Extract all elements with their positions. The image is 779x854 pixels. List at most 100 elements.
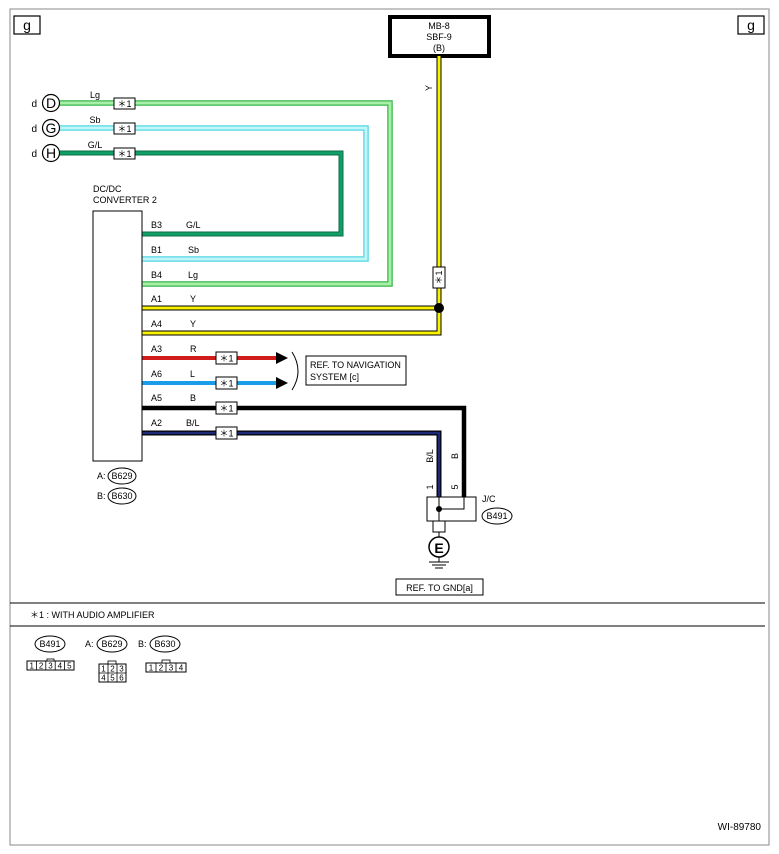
connector-face-b491: B491 1 2 3 4 5 [26,635,75,671]
connector-face-b630: B: B630 1 2 3 4 [138,635,187,673]
nav-bracket [291,351,299,391]
b630-pin-3: 3 [169,664,174,673]
arrow-r-icon [276,352,288,364]
page-frame [9,8,770,846]
connector-label-b-code: B630 [111,491,132,501]
b629-pin-2: 2 [110,665,115,674]
ground-letter: E [434,540,443,556]
ref-navigation[interactable]: REF. TO NAVIGATION SYSTEM [c] [305,355,407,386]
b630-pin-1: 1 [149,664,154,673]
pin-b1: B1 [151,245,162,255]
wire-y [142,56,444,336]
pin-a3: A3 [151,344,162,354]
pin-a5: A5 [151,393,162,403]
b630-pin-4: 4 [179,664,184,673]
pin-a4-color: Y [190,319,196,329]
ref-ground[interactable]: REF. TO GND[a] [395,578,484,596]
jc-pin5-label: 5 [450,484,460,489]
pin-a2: A2 [151,418,162,428]
b491-pin-2: 2 [39,662,44,671]
b629-pin-5: 5 [110,674,115,683]
left-connector-g-letter: G [46,120,57,136]
wire-gl-label: G/L [88,140,103,150]
connector-label-a-code: B629 [111,471,132,481]
star-mark-a2-text: ＊1 [219,429,233,439]
bl-wire-label: B/L [425,449,435,463]
page-marker-right-text: g [747,17,755,33]
pin-a1: A1 [151,294,162,304]
star-mark-h: ＊1 [117,149,131,159]
star-mark-a5-text: ＊1 [219,404,233,414]
left-connector-d-prefix: d [31,99,37,110]
star-mark-fuse-text: ＊1 [434,270,444,284]
dcdc-converter-box [92,210,143,462]
fuse-wire-label: Y [424,85,434,91]
connector-face-b629: A: B629 1 2 3 4 5 6 [85,635,128,683]
jc-code: B491 [481,507,513,525]
pin-b4-color: Lg [188,270,198,280]
pin-a3-color: R [190,344,197,354]
connector-label-b-prefix: B: [97,491,106,501]
ref-navigation-line1: REF. TO NAVIGATION [310,360,401,370]
note-text: ＊1 : WITH AUDIO AMPLIFIER [30,610,155,620]
jc-code-text: B491 [486,511,507,521]
ref-ground-text: REF. TO GND[a] [406,583,473,593]
jc-pin1-label: 1 [425,484,435,489]
star-mark-a6-text: ＊1 [219,379,233,389]
fuse-line1: MB-8 [428,21,450,31]
splice-dot [434,303,444,313]
jc-label: J/C [482,494,496,504]
star-mark-a2: ＊1 [215,426,238,440]
b-wire-label: B [450,453,460,459]
left-connector-h-letter: H [46,145,56,161]
b629-pin-3: 3 [119,665,124,674]
connector-face-b630-prefix: B: [138,639,147,649]
wire-sb-label: Sb [89,115,100,125]
pin-a1-color: Y [190,294,196,304]
pin-b3: B3 [151,220,162,230]
connector-label-a: A: B629 [97,467,137,485]
wire-l [142,377,288,389]
page-marker-right: g [737,15,765,35]
left-connector-d-letter: D [46,95,56,111]
wire-b [142,405,467,497]
star-mark-a3-text: ＊1 [219,354,233,364]
b630-pin-2: 2 [159,664,164,673]
pin-b3-color: G/L [186,220,201,230]
star-mark-a5: ＊1 [215,401,238,415]
b491-pin-3: 3 [48,662,53,671]
left-connector-d: d D Lg ＊1 [31,90,136,113]
b629-pin-6: 6 [119,674,124,683]
connector-label-b: B: B630 [97,487,137,505]
b491-pin-1: 1 [29,662,34,671]
joint-connector [426,496,477,537]
connector-face-b629-prefix: A: [85,639,94,649]
pin-a2-color: B/L [186,418,200,428]
left-connector-g-prefix: d [31,124,37,135]
connector-face-b630-code: B630 [154,639,175,649]
b491-pin-5: 5 [67,662,72,671]
star-mark-a3: ＊1 [215,351,238,365]
pin-a6: A6 [151,369,162,379]
unit-name-line1: DC/DC [93,184,122,194]
left-connector-h: d H G/L ＊1 [31,140,136,163]
pin-a6-color: L [190,369,195,379]
left-connector-g: d G Sb ＊1 [31,115,136,138]
wire-sb [60,125,369,262]
pin-b1-color: Sb [188,245,199,255]
fuse-line3: (B) [433,43,445,53]
pin-a4: A4 [151,319,162,329]
arrow-l-icon [276,377,288,389]
star-mark-fuse: ＊1 [432,266,446,289]
ground-symbol: E [428,536,450,569]
b629-pin-1: 1 [101,665,106,674]
pin-b4: B4 [151,270,162,280]
connector-face-b491-code: B491 [39,639,60,649]
b629-pin-4: 4 [101,674,106,683]
fuse-line2: SBF-9 [426,32,452,42]
connector-label-a-prefix: A: [97,471,106,481]
wire-bl [142,430,442,497]
wire-r [142,352,288,364]
wire-gl [60,150,344,237]
